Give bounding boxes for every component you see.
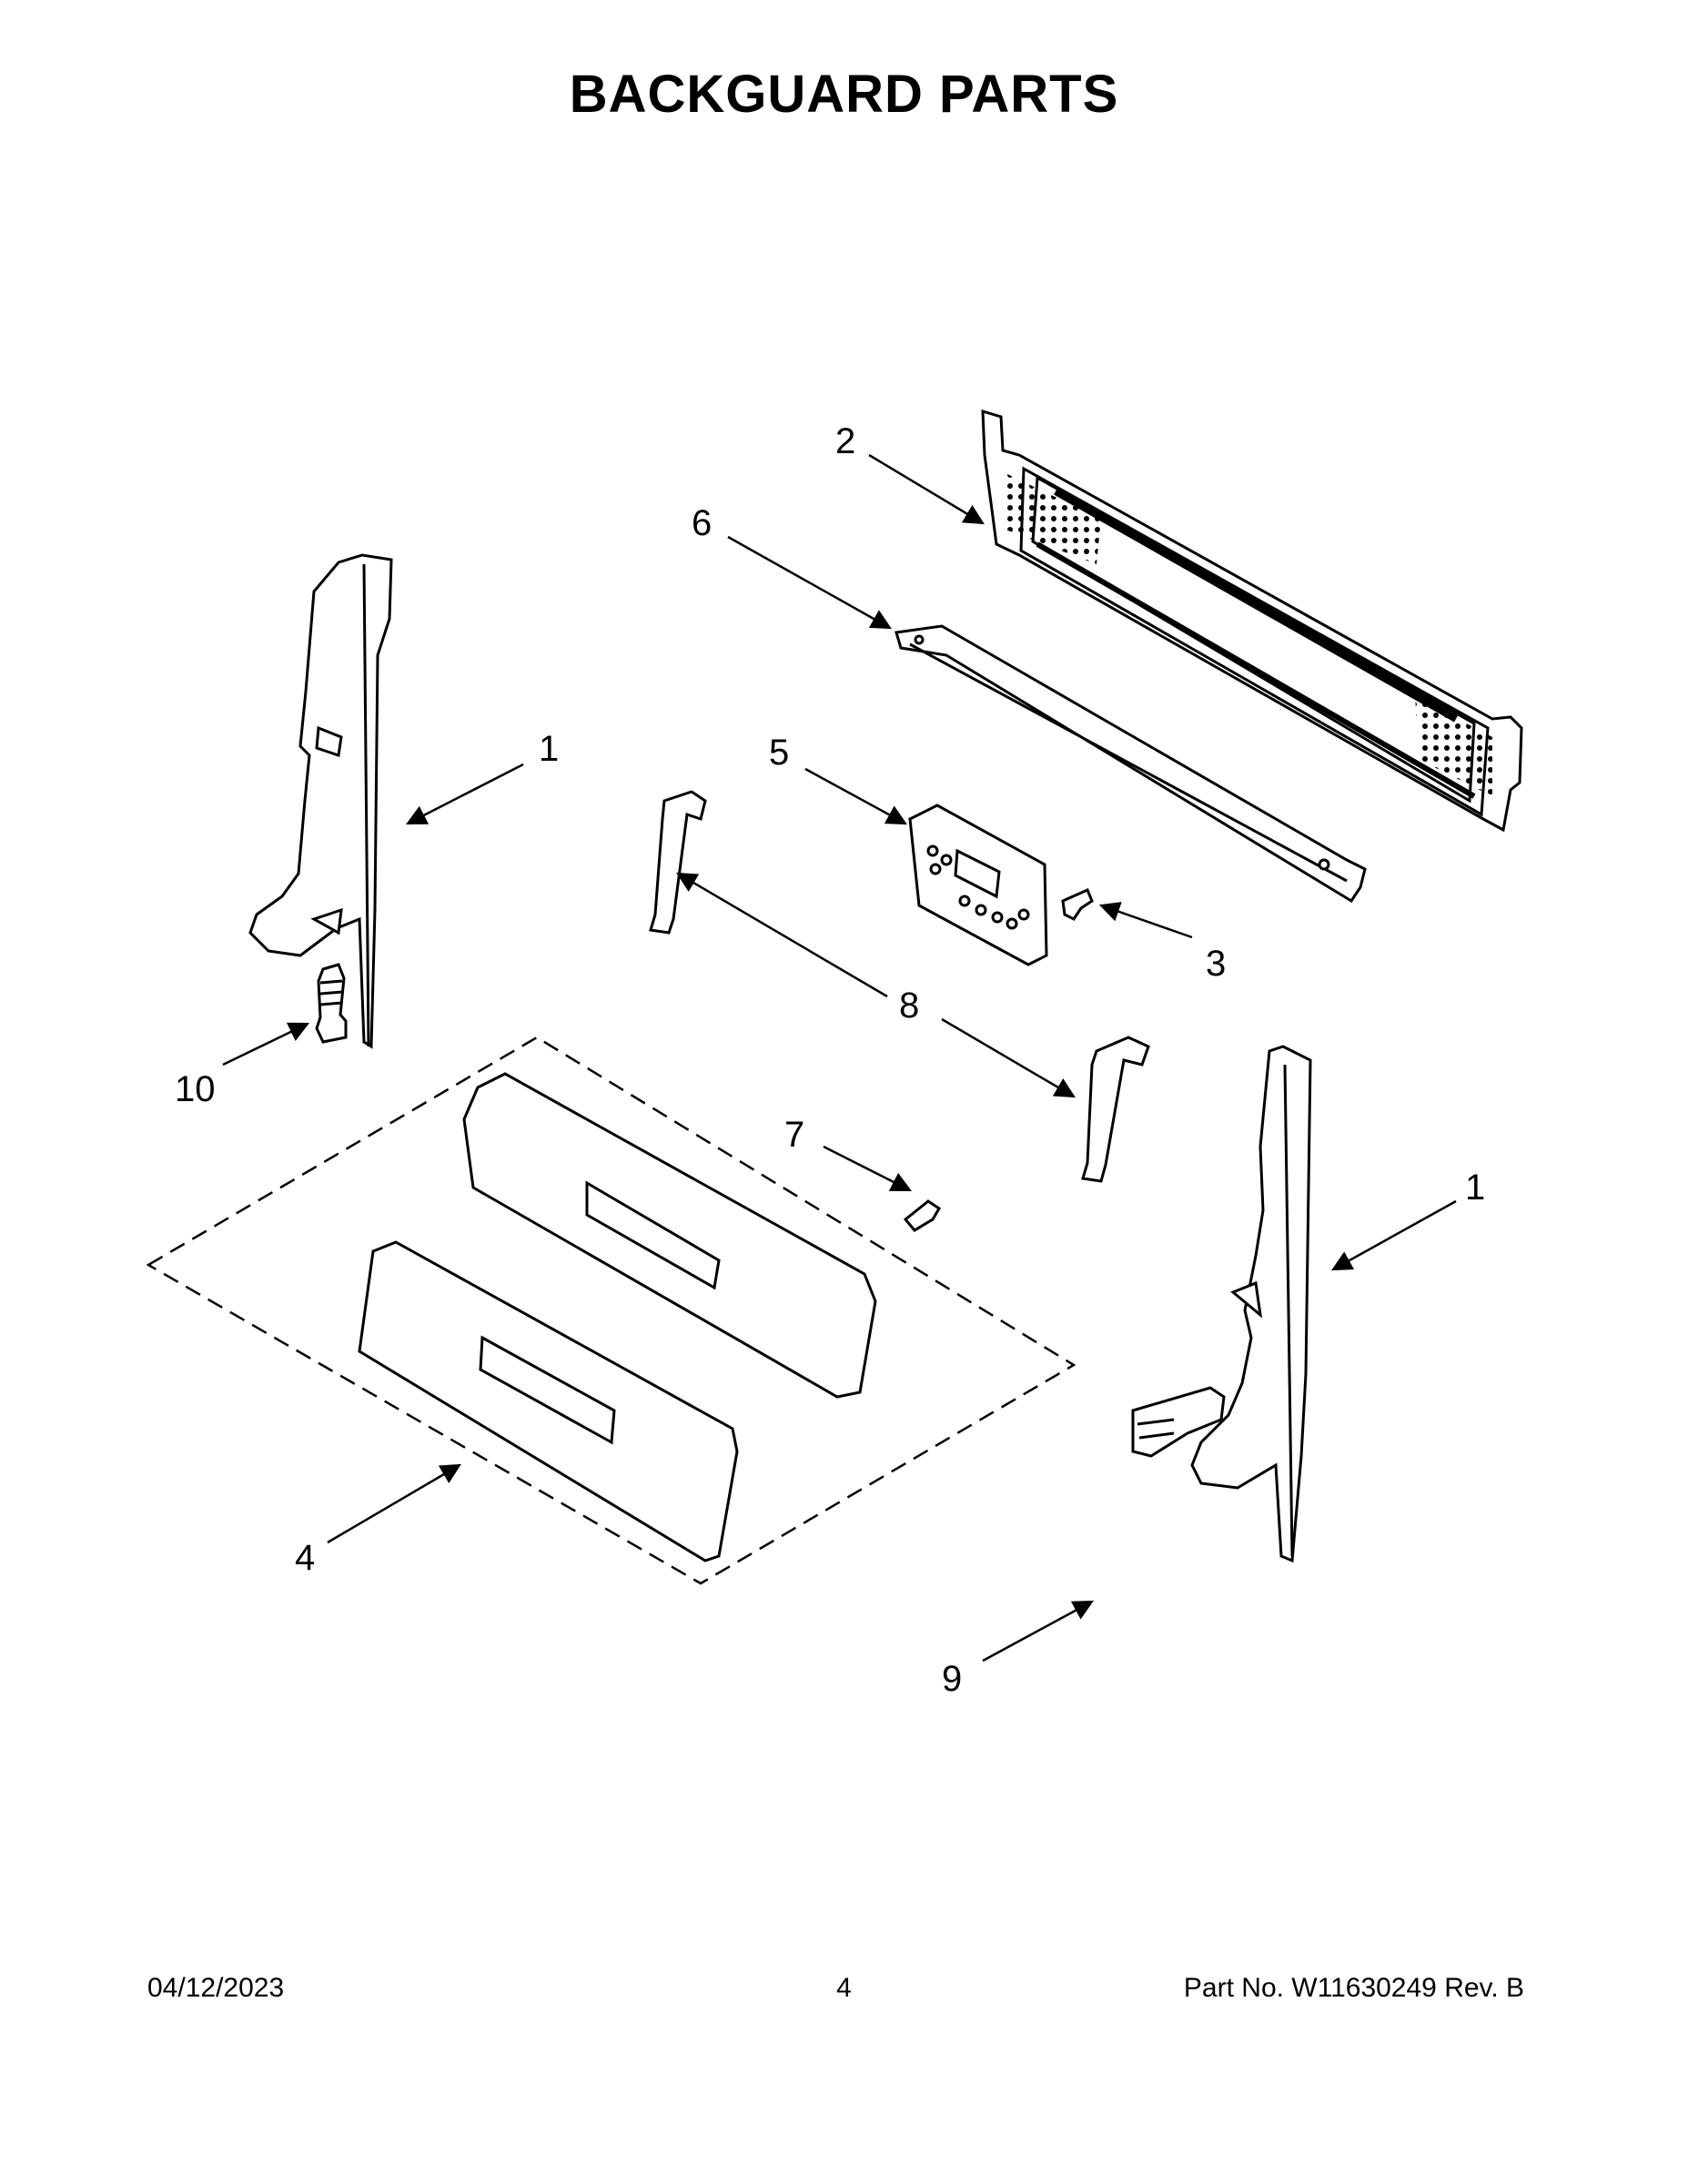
- leader-5: [804, 767, 907, 825]
- callout-5: 5: [769, 733, 789, 773]
- support-channel-part: [895, 624, 1367, 904]
- leader-10: [222, 1022, 310, 1067]
- control-panel-assembly-part: [146, 1036, 1076, 1585]
- footer-page-number: 4: [836, 1973, 852, 2003]
- callout-labels: 2 6 1 5 3 8 10 7 1 4 9: [175, 421, 1485, 1699]
- leader-8b: [941, 1017, 1076, 1098]
- callout-1-left: 1: [539, 729, 559, 769]
- leader-7: [823, 1145, 913, 1192]
- page-title: BACKGUARD PARTS: [569, 65, 1119, 124]
- screw-10-part: [315, 963, 348, 1044]
- bracket-8-right-part: [1081, 1036, 1150, 1183]
- leader-lines: [222, 453, 1457, 1663]
- backguard-panel-part: [981, 409, 1523, 833]
- leader-4: [327, 1463, 461, 1544]
- callout-6: 6: [692, 503, 712, 543]
- callout-3: 3: [1206, 944, 1226, 984]
- left-side-trim-part: [248, 553, 393, 1049]
- leader-6: [727, 535, 892, 630]
- screw-3-part: [1061, 888, 1094, 921]
- right-side-trim-part: [1190, 1045, 1312, 1563]
- callout-7: 7: [784, 1115, 804, 1155]
- clip-9-part: [1131, 1386, 1226, 1458]
- screw-7-part: [903, 1199, 942, 1232]
- leader-1b: [1331, 1199, 1457, 1271]
- bracket-8-left-part: [649, 790, 707, 935]
- leader-9: [982, 1600, 1094, 1663]
- leader-8a: [676, 872, 888, 998]
- callout-1-right: 1: [1465, 1168, 1485, 1208]
- electronic-control-part: [908, 804, 1048, 966]
- leader-2: [868, 453, 985, 525]
- footer-part-number: Part No. W11630249 Rev. B: [1183, 1973, 1524, 2003]
- callout-8: 8: [899, 986, 919, 1026]
- footer-date: 04/12/2023: [147, 1973, 285, 2003]
- callout-10: 10: [175, 1069, 216, 1109]
- leader-3: [1098, 902, 1193, 939]
- callout-2: 2: [835, 421, 855, 461]
- callout-9: 9: [942, 1659, 962, 1699]
- callout-4: 4: [295, 1538, 315, 1578]
- leader-1a: [405, 763, 524, 825]
